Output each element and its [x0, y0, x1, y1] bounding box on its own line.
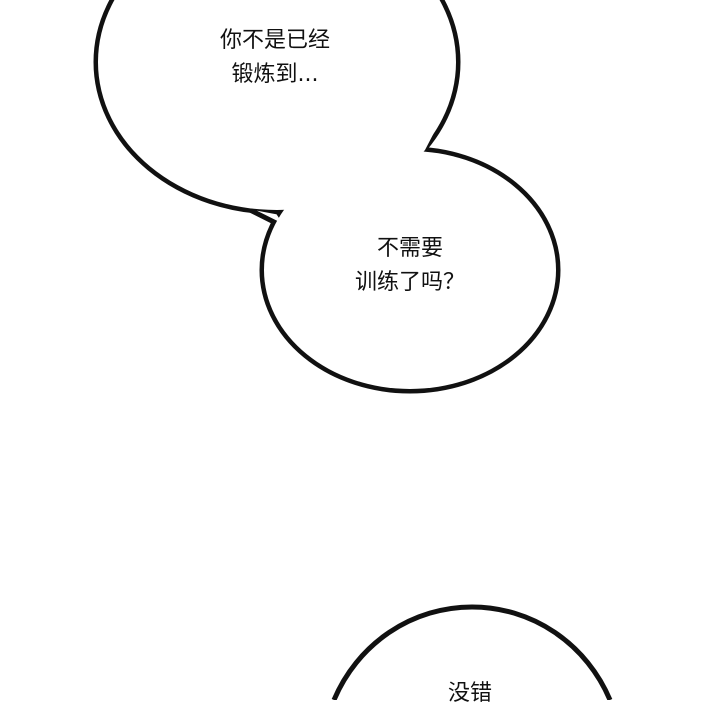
speech-bubble-3-text: 没错: [420, 681, 520, 706]
bubble-text-line: 训练了吗？: [354, 270, 465, 295]
bubble-text-line: 不需要: [376, 236, 443, 261]
bubble-text-line: 你不是已经: [219, 28, 330, 53]
speech-bubble-3-outline: [331, 604, 613, 700]
bubble-text-line: 没错: [447, 681, 492, 706]
speech-bubble-1-text: 你不是已经 锻炼到...: [180, 24, 370, 92]
speech-bubble-2-text: 不需要 训练了吗？: [315, 232, 505, 300]
bubble-text-line: 锻炼到...: [231, 62, 319, 87]
